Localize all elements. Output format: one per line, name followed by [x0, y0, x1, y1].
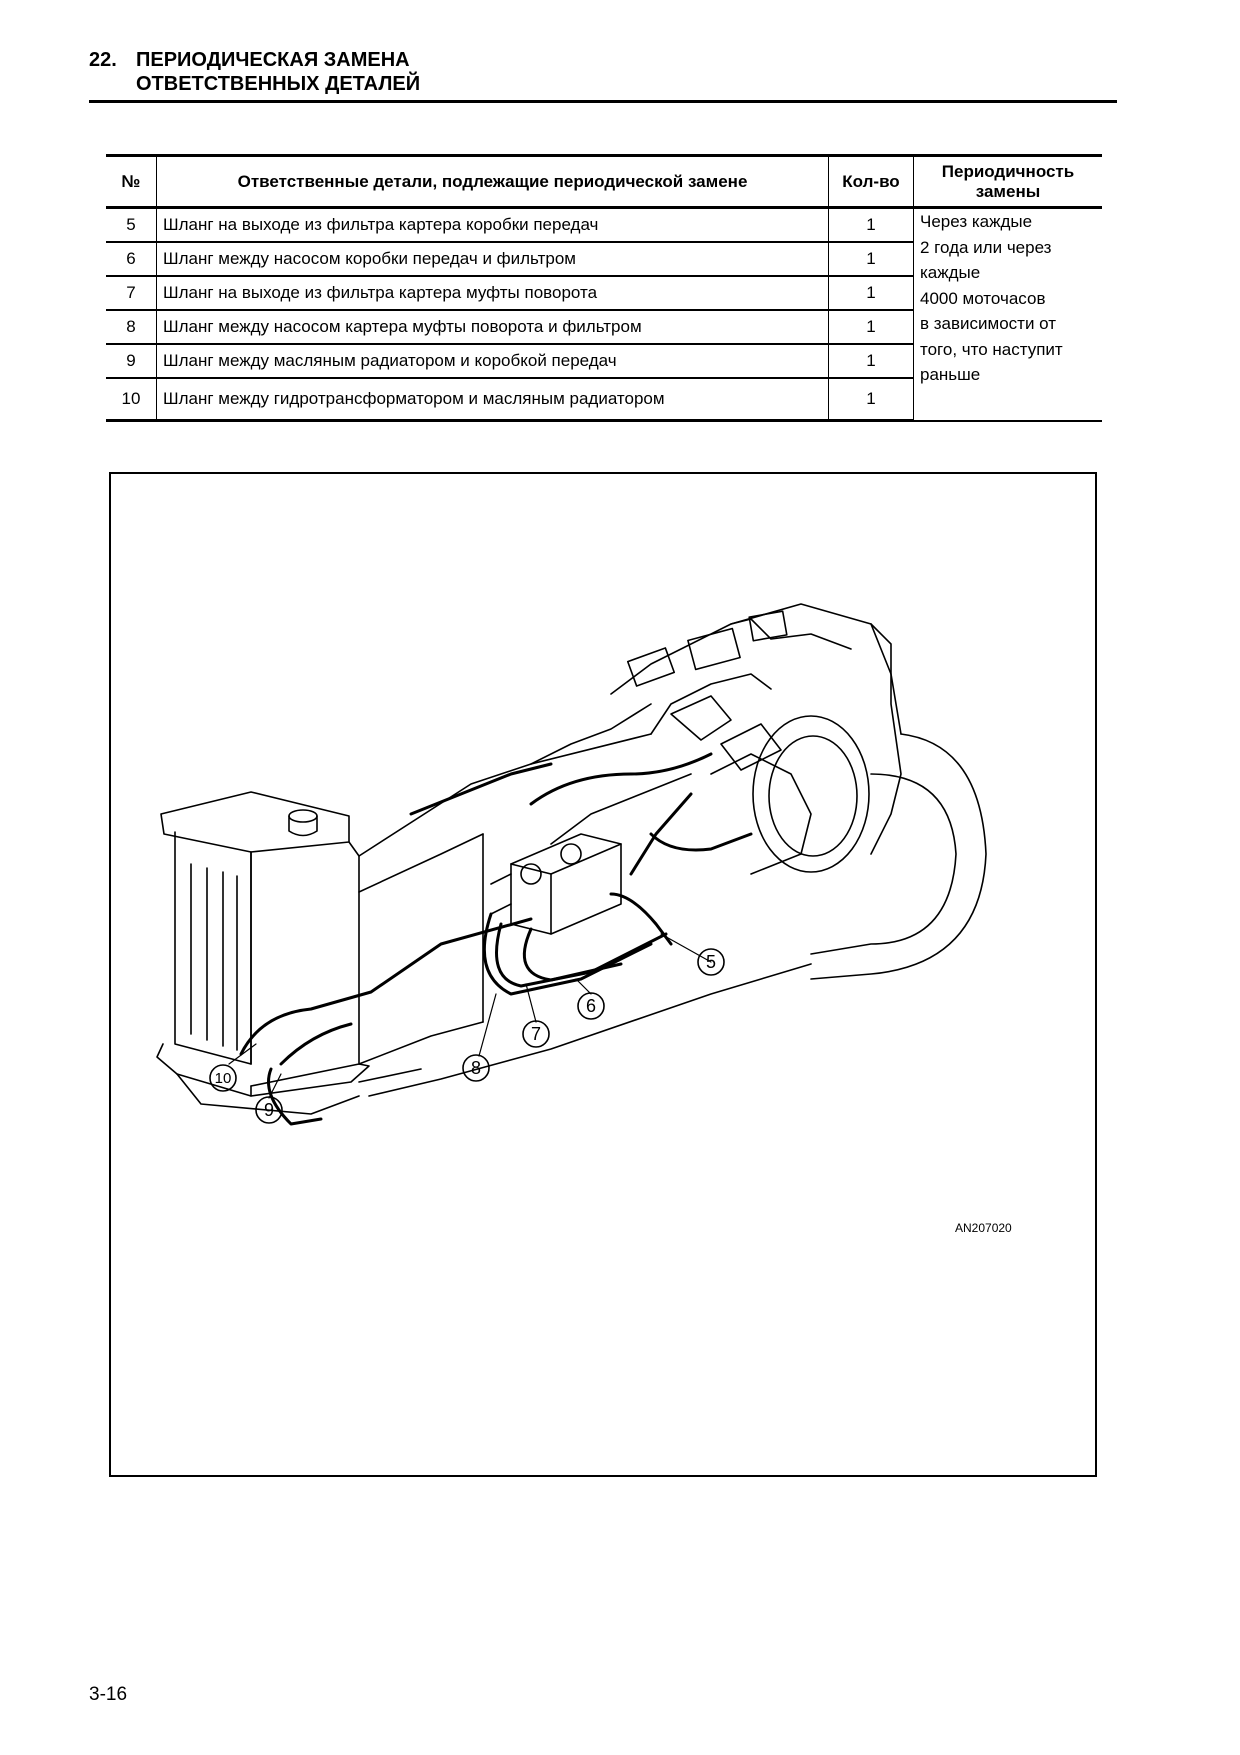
row-part-name: Шланг на выходе из фильтра картера короб… — [156, 207, 829, 243]
callout-8: 8 — [462, 1054, 490, 1082]
col-num-header: № — [106, 154, 157, 209]
section-title-line2: ОТВЕТСТВЕННЫХ ДЕТАЛЕЙ — [136, 73, 421, 95]
period-line: 2 года или через — [920, 237, 1052, 257]
page-number: 3-16 — [89, 1684, 128, 1705]
callout-6: 6 — [577, 992, 605, 1020]
row-part-name: Шланг на выходе из фильтра картера муфты… — [156, 276, 829, 311]
row-part-name: Шланг между насосом картера муфты поворо… — [156, 310, 829, 345]
section-number: 22. — [89, 49, 117, 71]
hose-diagram-figure: 5 6 7 8 9 10 AN207020 — [109, 472, 1097, 1477]
row-num: 7 — [106, 276, 157, 311]
frame-drawing — [358, 733, 812, 1097]
row-num: 8 — [106, 310, 157, 345]
table-row: 6 Шланг между насосом коробки передач и … — [106, 242, 1102, 277]
parts-table: № Ответственные детали, подлежащие перио… — [106, 154, 1102, 422]
callout-7-label: 7 — [531, 1024, 541, 1044]
row-num: 10 — [106, 378, 157, 422]
callouts: 5 6 7 8 9 10 — [209, 948, 725, 1124]
callout-7: 7 — [522, 1020, 550, 1048]
row-part-name: Шланг между гидротрансформатором и масля… — [156, 378, 829, 422]
figure-code: AN207020 — [955, 1221, 1012, 1235]
hoses-drawing — [239, 752, 753, 1126]
callout-10: 10 — [209, 1064, 237, 1092]
filter-block-drawing — [490, 833, 622, 935]
table-row: 9 Шланг между масляным радиатором и коро… — [106, 344, 1102, 379]
row-qty: 1 — [828, 276, 914, 311]
col-parts-header: Ответственные детали, подлежащие периоди… — [156, 154, 829, 209]
transmission-drawing — [530, 603, 987, 980]
callout-5: 5 — [697, 948, 725, 976]
col-period-header: Периодичность замены — [913, 154, 1102, 209]
leader-lines — [228, 933, 712, 1099]
callout-9-label: 9 — [264, 1100, 274, 1120]
table-row: 5 Шланг на выходе из фильтра картера кор… — [106, 207, 1102, 422]
row-qty: 1 — [828, 344, 914, 379]
period-line: в зависимости от — [920, 314, 1057, 333]
table-header-row: № Ответственные детали, подлежащие перио… — [106, 154, 1102, 209]
period-line: 4000 моточасов — [920, 288, 1046, 308]
row-num: 5 — [106, 207, 157, 243]
table-row: 10 Шланг между гидротрансформатором и ма… — [106, 378, 1102, 422]
callout-5-label: 5 — [706, 952, 716, 972]
col-qty-header: Кол-во — [828, 154, 914, 209]
table-row: 7 Шланг на выходе из фильтра картера муф… — [106, 276, 1102, 311]
row-part-name: Шланг между насосом коробки передач и фи… — [156, 242, 829, 277]
row-qty: 1 — [828, 207, 914, 243]
period-line: Через каждые — [920, 212, 1033, 231]
transmission-hose-illustration: 5 6 7 8 9 10 AN207020 — [156, 603, 1012, 1235]
table-row: 8 Шланг между насосом картера муфты пово… — [106, 310, 1102, 345]
radiator-drawing — [156, 791, 370, 1115]
section-title-line1: ПЕРИОДИЧЕСКАЯ ЗАМЕНА — [136, 49, 410, 71]
row-num: 6 — [106, 242, 157, 277]
period-line: каждые — [920, 263, 981, 282]
callout-10-label: 10 — [215, 1070, 232, 1087]
header-rule — [89, 100, 1117, 103]
callout-9: 9 — [255, 1096, 283, 1124]
row-num: 9 — [106, 344, 157, 379]
row-part-name: Шланг между масляным радиатором и коробк… — [156, 344, 829, 379]
period-cell: Через каждые 2 года или через каждые 400… — [913, 207, 1102, 422]
row-qty: 1 — [828, 242, 914, 277]
period-line: того, что наступит — [920, 339, 1063, 359]
callout-6-label: 6 — [586, 996, 596, 1016]
row-qty: 1 — [828, 310, 914, 345]
row-qty: 1 — [828, 378, 914, 422]
period-line: раньше — [920, 365, 981, 384]
callout-8-label: 8 — [471, 1058, 481, 1078]
